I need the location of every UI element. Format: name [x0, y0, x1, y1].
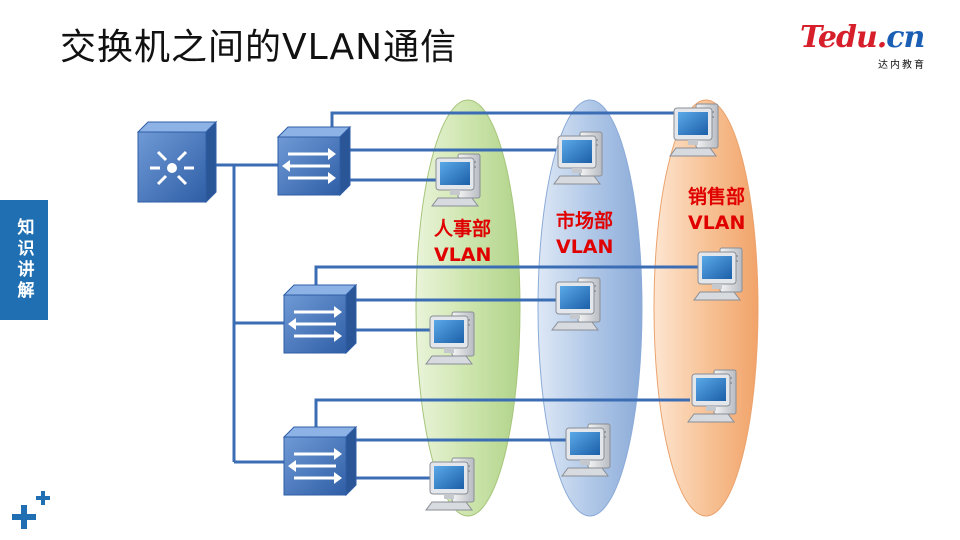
pc-renshi-1: [431, 153, 481, 207]
vlan-xiaoshou-ellipse: [653, 99, 759, 517]
pc-shichang-3: [561, 423, 611, 477]
access-switch-1: [276, 125, 352, 197]
side-tab-knowledge: 知识讲解: [0, 200, 48, 320]
tedu-logo: Tedu.cn 达内教育: [800, 20, 940, 71]
pc-xiaoshou-1: [669, 103, 719, 157]
pc-shichang-2: [551, 277, 601, 331]
trunk-links: [210, 163, 286, 464]
plus-decoration-icon: [12, 491, 50, 529]
access-switch-2: [282, 283, 358, 355]
pc-xiaoshou-3: [687, 369, 737, 423]
pc-renshi-3: [425, 457, 475, 511]
core-switch: [136, 120, 218, 204]
logo-subtitle: 达内教育: [878, 60, 926, 71]
pc-renshi-2: [425, 311, 475, 365]
logo-wordmark: Tedu.cn: [800, 20, 925, 55]
access-switch-3: [282, 425, 358, 497]
pc-shichang-1: [553, 131, 603, 185]
pc-xiaoshou-2: [693, 247, 743, 301]
page-title: 交换机之间的VLAN通信: [60, 27, 458, 68]
